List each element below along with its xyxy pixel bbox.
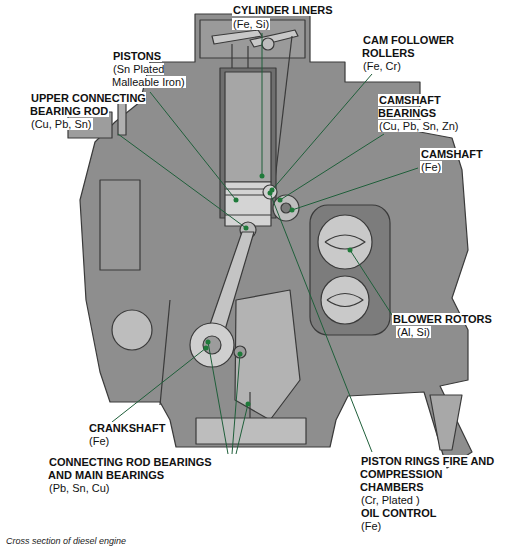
- part-name: CAM FOLLOWER ROLLERS: [362, 34, 480, 60]
- engine-block: [80, 14, 472, 468]
- side-cover: [100, 180, 140, 270]
- camshaft: [273, 195, 299, 221]
- leader-dot: [244, 226, 249, 231]
- label-text: (Cr, Plated ): [360, 494, 421, 506]
- leader-dot: [268, 191, 273, 196]
- material-note: (Fe): [88, 435, 148, 448]
- label-text: CAMSHAFT: [420, 148, 484, 160]
- part-name: BLOWER ROTORS: [392, 313, 512, 326]
- label-text: (Fe): [88, 435, 110, 447]
- label-text: (Al, Si): [396, 326, 431, 338]
- label-text: UPPER CONNECTING BEARING ROD: [30, 92, 146, 117]
- part-name: CONNECTING ROD BEARINGS AND MAIN BEARING…: [48, 456, 230, 482]
- part-name: PISTONS: [112, 50, 222, 63]
- cylinder-liner: [220, 68, 276, 218]
- material-note: (Cu, Pb, Sn): [30, 118, 150, 131]
- leader-dot: [260, 174, 265, 179]
- label-text: (Cu, Pb, Sn): [30, 118, 93, 130]
- leader-dot: [204, 346, 209, 351]
- camshaft-core: [281, 203, 291, 213]
- material-note: (Pb, Sn, Cu): [48, 482, 188, 495]
- part-name: CYLINDER LINERS: [232, 4, 392, 17]
- leader-line: [272, 74, 372, 190]
- caption: Cross section of diesel engine: [6, 536, 126, 546]
- material-note: (Fe, Cr): [362, 60, 472, 73]
- leader-line: [262, 33, 263, 176]
- leader-dot: [278, 198, 283, 203]
- push-rod: [274, 36, 292, 188]
- blower-rotor: [318, 215, 372, 269]
- accessory-gear: [112, 310, 152, 350]
- material-note: (Al, Si): [396, 326, 486, 339]
- part-name: PISTON RINGS FIRE AND COMPRESSION CHAMBE…: [360, 455, 495, 494]
- label-text: (Cu, Pb, Sn, Zn): [378, 120, 459, 132]
- leader-dot: [348, 248, 353, 253]
- label-text: (Sn Plated Malleable Iron): [112, 63, 186, 88]
- crank-counterweight: [235, 290, 300, 420]
- leader-line: [350, 250, 394, 318]
- label-text: CYLINDER LINERS: [232, 4, 334, 16]
- label-text: PISTONS: [112, 50, 162, 62]
- material-note: (Cr, Plated ): [360, 494, 470, 507]
- main-bearing: [234, 346, 246, 358]
- label-text: OIL CONTROL: [360, 507, 438, 519]
- material-note: (Sn Plated Malleable Iron): [112, 63, 212, 89]
- rocker-shaft: [262, 38, 274, 50]
- leader-line: [112, 348, 206, 422]
- label-text: PISTON RINGS FIRE AND COMPRESSION CHAMBE…: [360, 455, 494, 493]
- combustion-space: [225, 72, 271, 182]
- leader-line: [280, 134, 384, 200]
- leader-line: [232, 354, 240, 454]
- part-name: CAMSHAFT BEARINGS: [378, 94, 468, 120]
- leader-line: [150, 92, 236, 200]
- material-note: (Cu, Pb, Sn, Zn): [378, 120, 498, 133]
- label-text: (Fe): [420, 161, 442, 173]
- leader-line: [270, 193, 372, 452]
- leader-dot: [206, 340, 211, 345]
- leader-line: [118, 134, 246, 228]
- material-note: (Fe): [420, 161, 480, 174]
- oil-filter: [430, 395, 462, 450]
- part-name: OIL CONTROL: [360, 507, 480, 520]
- material-note: (Fe): [360, 520, 420, 533]
- dipstick: [160, 300, 170, 405]
- label-text: (Fe, Si): [232, 18, 270, 30]
- leader-line: [236, 404, 248, 454]
- leader-dot: [234, 198, 239, 203]
- rotor-lobe: [327, 294, 363, 307]
- leader-dot: [238, 352, 243, 357]
- label-text: CAM FOLLOWER ROLLERS: [362, 34, 454, 59]
- oil-pan: [196, 418, 306, 444]
- crank-pin: [203, 336, 221, 354]
- leader-dot: [246, 402, 251, 407]
- label-text: CAMSHAFT BEARINGS: [378, 94, 441, 119]
- blower-housing: [310, 205, 390, 335]
- rotor-lobe: [325, 235, 365, 249]
- label-text: CRANKSHAFT: [88, 422, 166, 434]
- label-text: BLOWER ROTORS: [392, 313, 493, 325]
- part-name: CAMSHAFT: [420, 148, 510, 161]
- part-name: UPPER CONNECTING BEARING ROD: [30, 92, 180, 118]
- piston-ring: [225, 214, 271, 215]
- material-note: (Fe, Si): [232, 18, 352, 31]
- crankshaft: [190, 323, 234, 367]
- label-text: CONNECTING ROD BEARINGS AND MAIN BEARING…: [48, 456, 212, 481]
- label-text: (Pb, Sn, Cu): [48, 482, 111, 494]
- part-name: CRANKSHAFT: [88, 422, 208, 435]
- label-text: (Fe): [360, 520, 382, 532]
- label-text: (Fe, Cr): [362, 60, 402, 72]
- leader-line: [208, 342, 228, 454]
- blower-rotor: [321, 276, 369, 324]
- leader-line: [292, 168, 418, 210]
- leader-dot: [290, 208, 295, 213]
